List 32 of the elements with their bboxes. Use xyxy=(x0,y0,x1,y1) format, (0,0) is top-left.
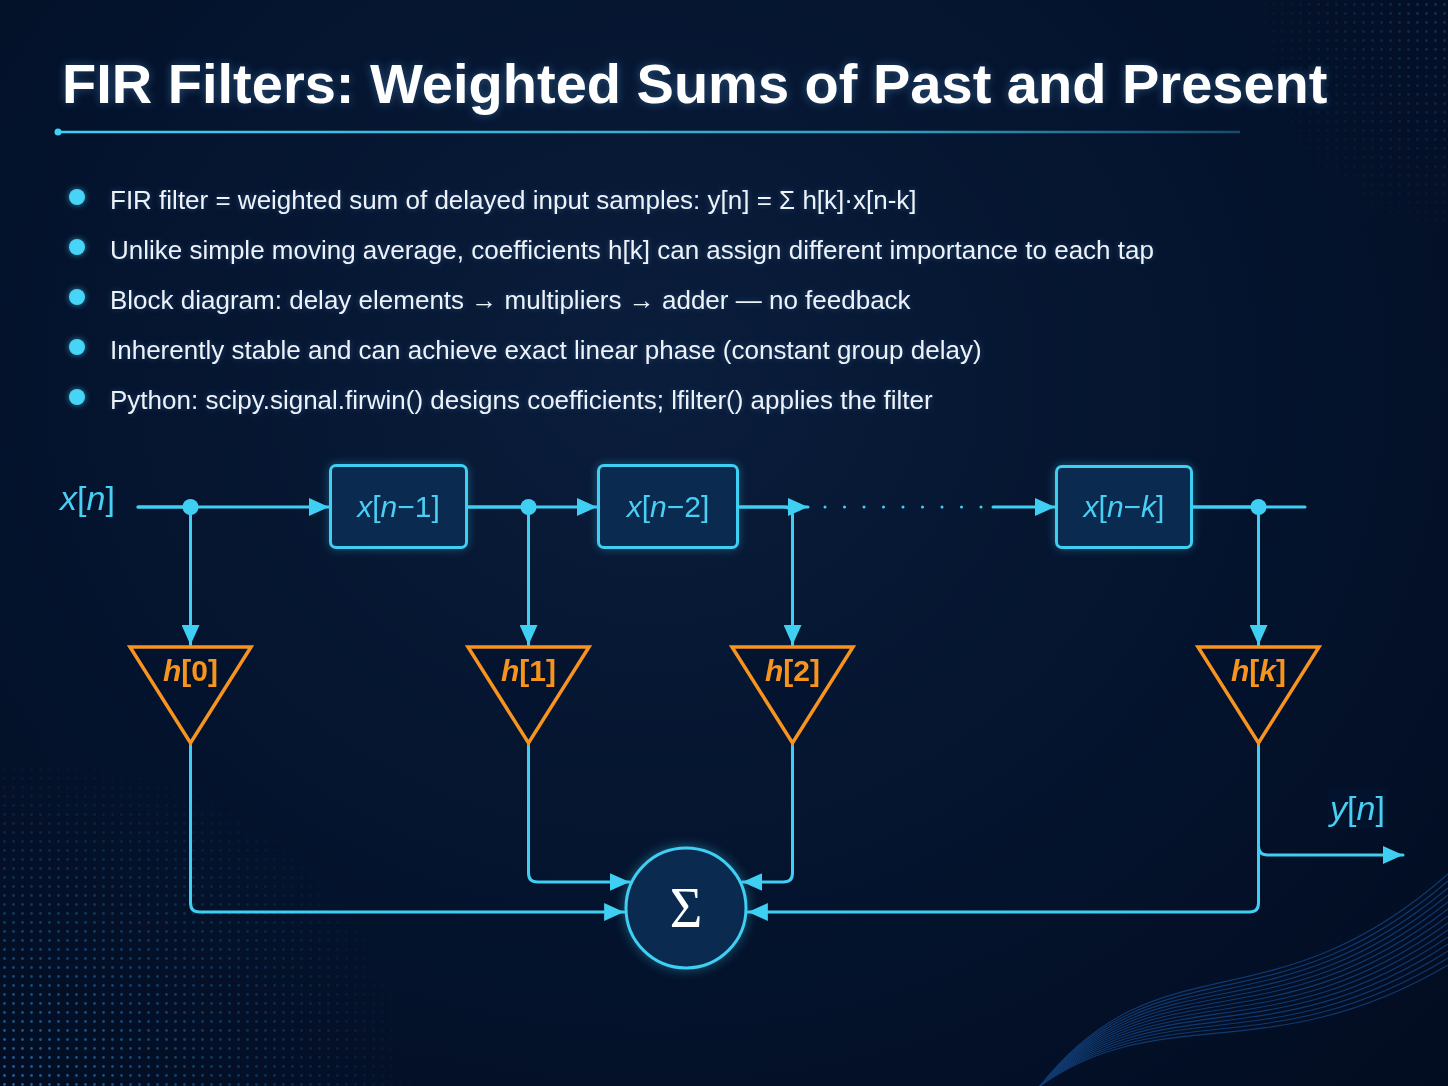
coefficient-label: h[k] xyxy=(1231,654,1286,688)
multiplier-triangle xyxy=(128,645,253,745)
bullet-text: Python: scipy.signal.firwin() designs coefficients; lfilter() applies the filter xyxy=(110,384,933,417)
arrow xyxy=(1257,743,1405,864)
arrow xyxy=(466,505,538,647)
arrow xyxy=(737,505,802,647)
bullet-text: Block diagram: delay elements → multipliers → adder — no feedback xyxy=(110,284,911,317)
arrow xyxy=(527,743,632,891)
delay-label: x[n−2] xyxy=(626,488,710,525)
signal-label: x[n] xyxy=(60,478,126,518)
connector-line xyxy=(1191,505,1307,509)
delay-box xyxy=(329,464,468,549)
coefficient-label: h[0] xyxy=(163,654,218,688)
bullet-text: FIR filter = weighted sum of delayed input samples: y[n] = Σ h[k]·x[n-k] xyxy=(110,184,917,217)
sum-symbol: Σ xyxy=(669,880,703,936)
title: FIR Filters: Weighted Sums of Past and Present xyxy=(62,52,1328,116)
coefficient-label: h[1] xyxy=(501,654,556,688)
arrow xyxy=(189,743,626,921)
coefficient-label: h[2] xyxy=(765,654,820,688)
delay-label: x[n−k] xyxy=(1083,489,1165,525)
arrow xyxy=(740,743,794,891)
bullet-text: Unlike simple moving average, coefficients h[k] can assign different importance to each tap xyxy=(110,234,1154,267)
multiplier-triangle xyxy=(1196,645,1321,745)
delay-label: x[n−1] xyxy=(357,488,440,525)
delay-box xyxy=(597,464,739,549)
multiplier-triangle xyxy=(730,645,855,745)
edge-label: y[n] xyxy=(1328,788,1387,828)
multiplier-triangle xyxy=(466,645,591,745)
arrow xyxy=(136,505,200,647)
adder-circle xyxy=(624,846,748,970)
bullet-text: Inherently stable and can achieve exact linear phase (constant group delay) xyxy=(110,334,982,367)
delay-box xyxy=(1055,465,1193,549)
